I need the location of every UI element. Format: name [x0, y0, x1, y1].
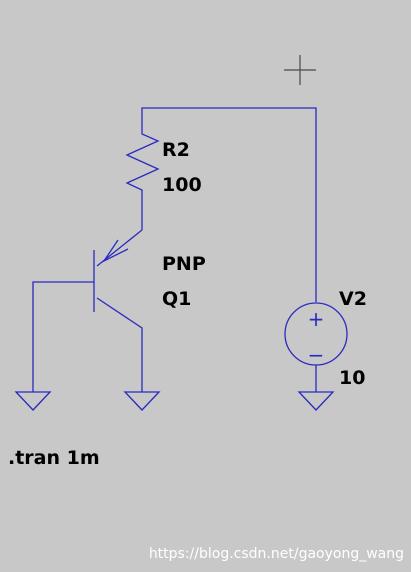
transistor-q1[interactable]	[32, 229, 143, 392]
source-name-label: V2	[339, 288, 367, 310]
transistor-name-label: Q1	[162, 288, 191, 310]
base-wire	[32, 281, 94, 392]
watermark-text: https://blog.csdn.net/gaoyong_wang	[149, 546, 404, 562]
resistor-zigzag	[125, 127, 160, 230]
resistor-value-label: 100	[162, 174, 202, 196]
crosshair-marker	[284, 55, 316, 85]
voltage-source-v2[interactable]: + −	[284, 302, 348, 392]
ground-right-icon[interactable]	[297, 391, 335, 411]
ground-left-icon[interactable]	[14, 391, 52, 411]
resistor-r2[interactable]	[125, 127, 160, 230]
ground-middle-icon[interactable]	[123, 391, 161, 411]
top-wire[interactable]	[141, 107, 317, 302]
minus-sign: −	[308, 343, 325, 367]
plus-sign: +	[308, 307, 325, 331]
emitter-arrow	[102, 239, 129, 263]
transistor-type-label: PNP	[162, 253, 206, 275]
source-value-label: 10	[339, 367, 365, 389]
simulation-directive[interactable]: .tran 1m	[8, 447, 100, 469]
resistor-name-label: R2	[162, 139, 190, 161]
collector-lead	[96, 297, 143, 392]
